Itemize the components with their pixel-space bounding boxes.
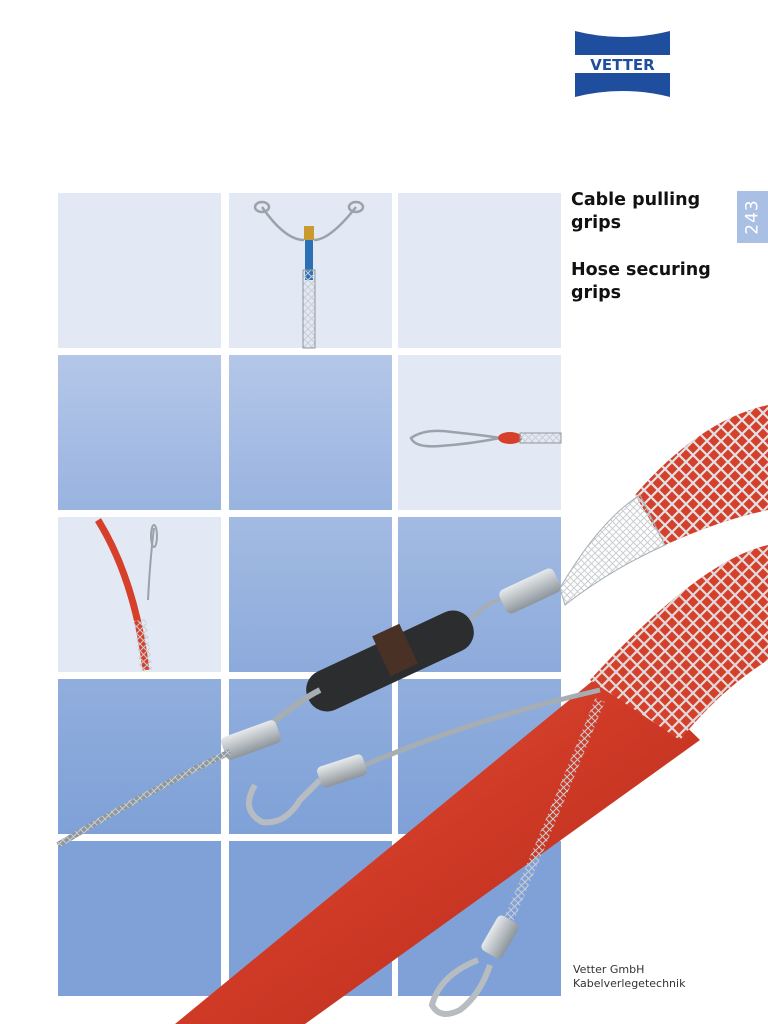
logo-emblem: VETTER (575, 31, 670, 97)
company-division: Kabelverlegetechnik (573, 977, 686, 990)
catalog-number: 243 (742, 199, 763, 235)
grid-tile (58, 517, 221, 672)
grid-tile (229, 679, 392, 834)
grid-tile (58, 355, 221, 510)
grid-tile (229, 517, 392, 672)
title-hose-securing: Hose securing (571, 260, 711, 280)
title-hose-securing-grips: grips (571, 283, 622, 303)
vetter-logo: VETTER (575, 31, 670, 97)
grid-tile (229, 841, 392, 996)
grid-tile (58, 679, 221, 834)
title-cable-pulling-grips: grips (571, 213, 622, 233)
catalog-number-tab: 243 (737, 191, 768, 243)
grid-tile (398, 679, 561, 834)
title-cable-pulling: Cable pulling (571, 190, 701, 210)
grid-tile (229, 355, 392, 510)
grid-tile (58, 841, 221, 996)
grid-tile (398, 355, 561, 510)
logo-text: VETTER (590, 56, 655, 74)
catalog-titles: Cable pulling grips Hose securing grips (571, 189, 731, 305)
grid-tile (398, 193, 561, 348)
grid-tile (58, 193, 221, 348)
grid-tile (229, 193, 392, 348)
company-name: Vetter GmbH (573, 963, 645, 976)
grid-tile (398, 517, 561, 672)
grid-tile (398, 841, 561, 996)
company-info: Vetter GmbH Kabelverlegetechnik (573, 963, 685, 991)
